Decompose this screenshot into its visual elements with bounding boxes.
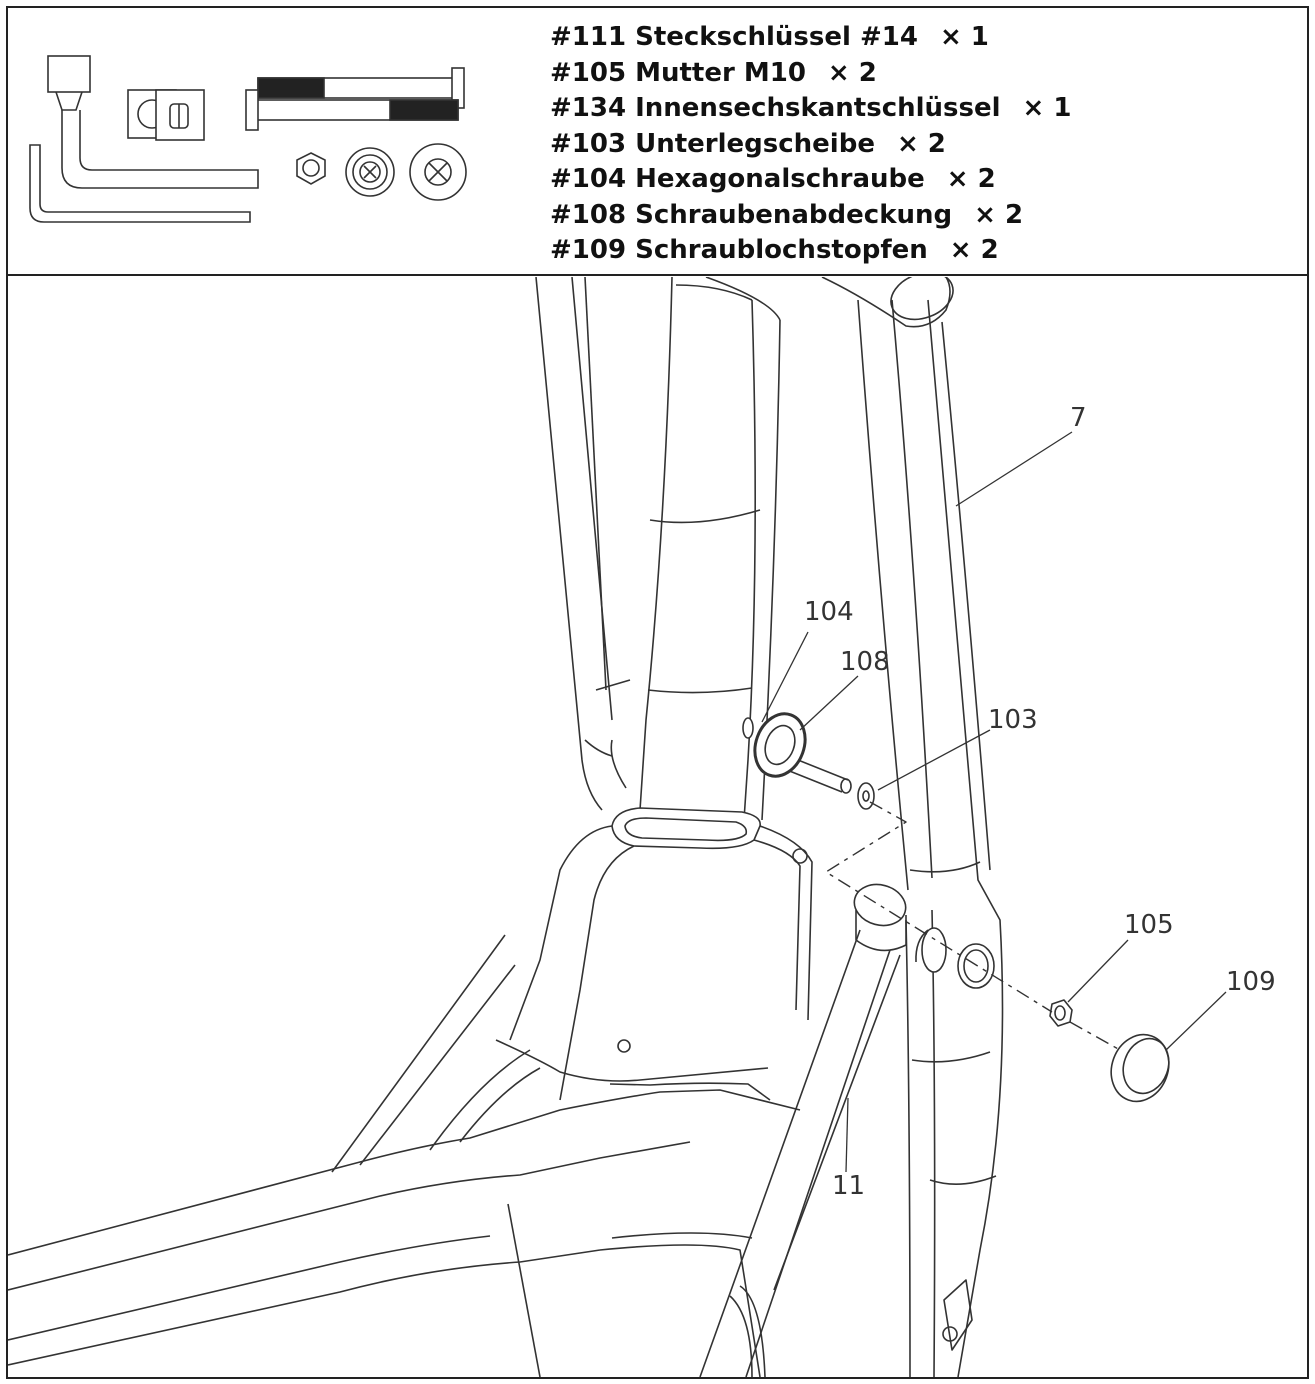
callout-104: 104 — [804, 597, 854, 627]
parts-header: #111 Steckschlüssel #14× 1 #105 Mutter M… — [6, 6, 1309, 276]
frame-hole — [957, 943, 995, 989]
alignment-axis — [825, 801, 1121, 1051]
link-arm — [699, 883, 947, 1377]
allen-key-icon — [29, 144, 251, 223]
callout-105: 105 — [1124, 910, 1174, 940]
part-item: #109 Schraublochstopfen× 2 — [550, 235, 999, 265]
nut-icon — [296, 152, 326, 185]
part-item: #111 Steckschlüssel #14× 1 — [550, 22, 989, 52]
part-item: #108 Schraubenabdeckung× 2 — [550, 199, 1024, 230]
center-post — [610, 277, 781, 821]
base-frame — [8, 1089, 801, 1377]
leader-lines — [761, 431, 1227, 1173]
nut-105 — [1049, 999, 1073, 1027]
diagonal-brace — [331, 934, 541, 1173]
part-item: #105 Mutter M10× 2 — [550, 57, 877, 88]
callout-109: 109 — [1226, 967, 1276, 997]
washer-icon — [345, 147, 395, 197]
callout-108: 108 — [840, 647, 890, 677]
socket-wrench-icon — [47, 55, 259, 189]
square-block-icon — [127, 89, 205, 141]
left-upright — [535, 277, 631, 811]
part-item: #103 Unterlegscheibe× 2 — [550, 128, 946, 159]
callout-7: 7 — [1070, 403, 1087, 433]
parts-list: #111 Steckschlüssel #14× 1 #105 Mutter M… — [550, 20, 1071, 269]
part-item: #134 Innensechskantschlüssel× 1 — [550, 93, 1072, 123]
part-item: #104 Hexagonalschraube× 2 — [550, 164, 996, 194]
plug-icon — [409, 143, 467, 201]
right-frame-arm — [821, 277, 1004, 1377]
washer-103 — [857, 782, 875, 810]
screw-cover-108 — [753, 712, 807, 778]
callout-11: 11 — [832, 1171, 865, 1201]
hex-bolt-icon — [245, 67, 465, 131]
housing-block — [495, 807, 813, 1101]
diagram-frame — [6, 6, 1309, 1379]
callout-103: 103 — [988, 705, 1038, 735]
plug-109 — [1110, 1033, 1170, 1103]
